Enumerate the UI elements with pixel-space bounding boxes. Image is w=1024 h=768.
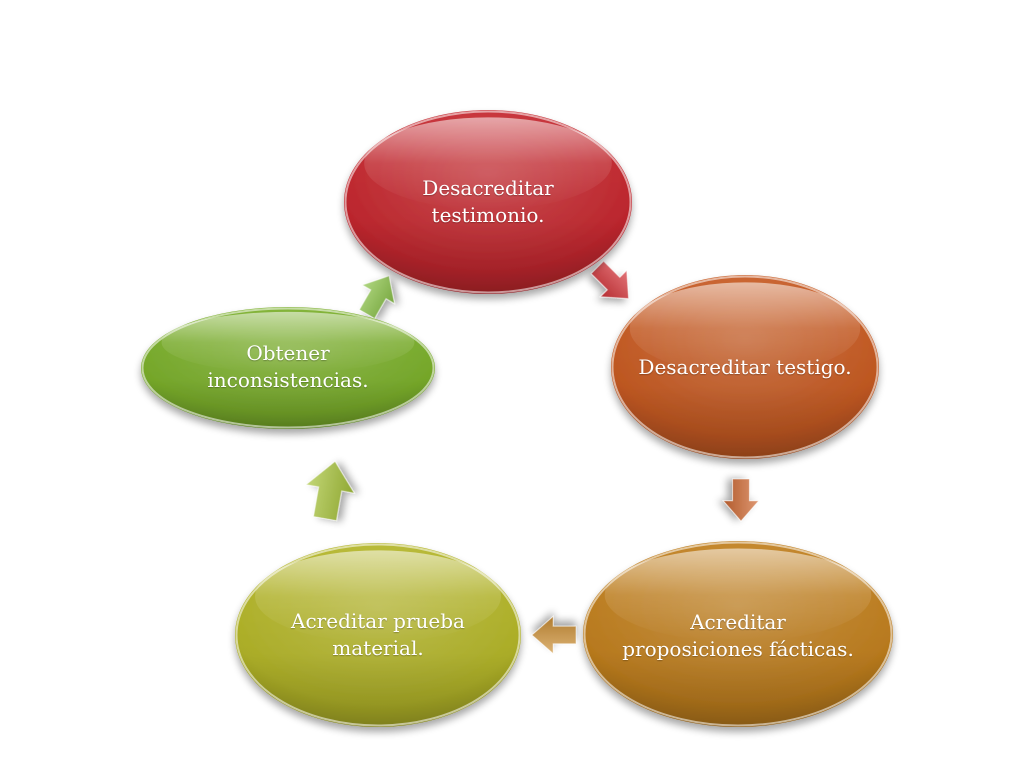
node-acreditar-proposiciones [583, 541, 893, 727]
node-rim [235, 543, 521, 727]
arrow-obtener-inconsistencias-to-desacreditar-testimonio [358, 275, 396, 320]
node-highlight [604, 548, 872, 642]
node-rim [611, 275, 879, 459]
arrow-shape [358, 275, 396, 320]
node-desacreditar-testimonio [344, 110, 632, 294]
node-highlight [255, 550, 501, 643]
node-rim [344, 110, 632, 294]
node-rim [141, 307, 435, 429]
node-highlight [161, 311, 415, 373]
arrow-desacreditar-testimonio-to-desacreditar-testigo [590, 260, 630, 300]
arrow-acreditar-proposiciones-to-acreditar-prueba [531, 615, 577, 655]
node-acreditar-prueba [235, 543, 521, 727]
node-rim [583, 541, 893, 727]
arrow-desacreditar-testigo-to-acreditar-proposiciones [722, 478, 760, 522]
arrow-acreditar-prueba-to-obtener-inconsistencias [305, 460, 356, 522]
arrow-shape [590, 260, 630, 300]
arrow-shape [531, 615, 577, 655]
node-highlight [364, 117, 612, 210]
arrow-shape [305, 460, 356, 522]
arrow-shape [722, 478, 760, 522]
node-highlight [629, 282, 861, 375]
node-desacreditar-testigo [611, 275, 879, 459]
node-obtener-inconsistencias [141, 307, 435, 429]
